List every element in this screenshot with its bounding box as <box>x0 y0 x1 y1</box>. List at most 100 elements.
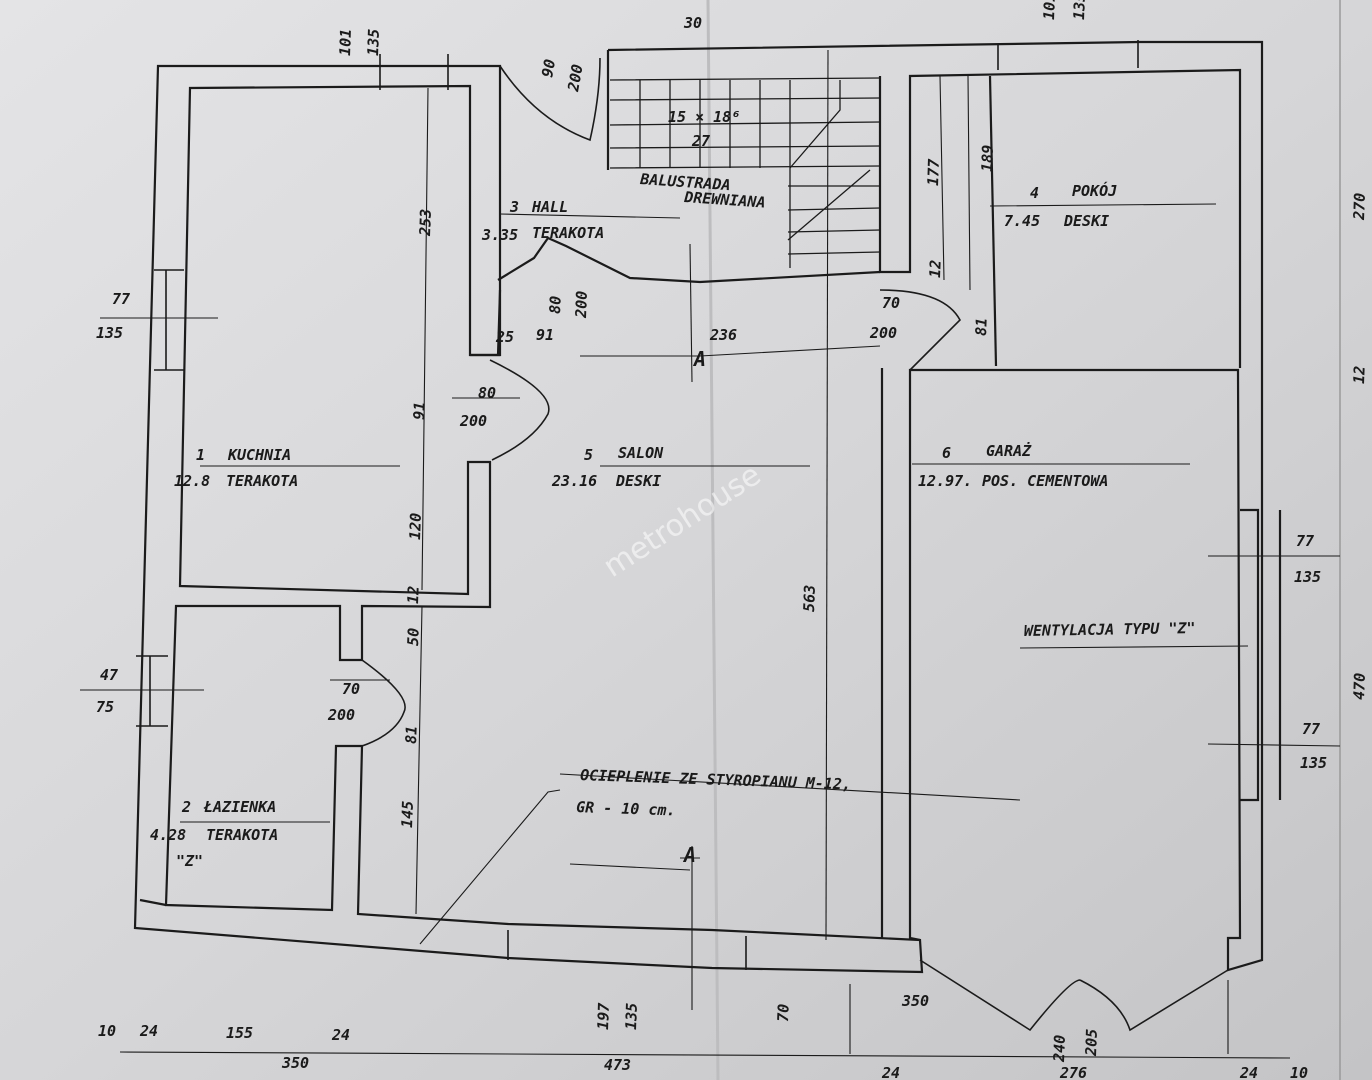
dimension-lines <box>80 49 1341 1059</box>
notes: WENTYLACJA TYPU "Z" OCIEPLENIE ZE STYROP… <box>576 347 1196 867</box>
room-1-area: 12.8 <box>174 472 210 490</box>
dim-room-189: 189 <box>978 144 997 172</box>
dim-room-81: 81 <box>972 317 991 336</box>
room-6-name: GARAŻ <box>986 441 1032 460</box>
insulation-note-2: GR - 10 cm. <box>576 798 676 819</box>
dim-salon-563: 563 <box>800 584 819 612</box>
garage-window1-width: 77 <box>1296 532 1314 550</box>
room-1-num: 1 <box>196 446 205 464</box>
room-1-finish: TERAKOTA <box>226 472 298 490</box>
dim-top-30: 30 <box>683 14 702 32</box>
dim-bath-145: 145 <box>398 800 417 828</box>
walls <box>133 40 1282 974</box>
dim-bottom-10b: 10 <box>1290 1064 1308 1080</box>
entry-door-width: 90 <box>538 58 559 79</box>
bath-window-height: 75 <box>96 698 114 716</box>
dim-bottom-70: 70 <box>774 1003 793 1022</box>
room-2-area: 4.28 <box>150 826 186 844</box>
room-2-name: ŁAZIENKA <box>203 798 276 816</box>
salon-window-width: 197 <box>594 1002 613 1030</box>
stairs-steps: 15 × 18⁶ <box>668 108 740 126</box>
room-4-num: 4 <box>1030 184 1039 202</box>
bath-door-height: 200 <box>327 706 355 724</box>
room-5-finish: DESKI <box>615 472 661 490</box>
dim-kitchen-12: 12 <box>404 585 423 604</box>
room-3-finish: TERAKOTA <box>532 224 604 242</box>
room-3-area: 3.35 <box>481 226 518 244</box>
room-5-num: 5 <box>584 446 593 464</box>
dim-bottom-473: 473 <box>604 1056 631 1074</box>
kitchen-door-width: 80 <box>478 384 496 402</box>
bath-door-swing <box>361 659 406 747</box>
dim-bottom-24c: 24 <box>881 1064 900 1080</box>
dim-bottom-155: 155 <box>226 1024 253 1042</box>
dim-kitchen-120: 120 <box>406 512 425 540</box>
garage-door-swing <box>919 959 1229 1032</box>
section-marker-a-top: A <box>692 347 706 371</box>
room-5-area: 23.16 <box>551 472 597 490</box>
dim-hall-91: 91 <box>536 326 554 344</box>
dim-bath-81: 81 <box>402 725 421 744</box>
room-6-area: 12.97. <box>918 472 972 490</box>
dim-bottom-24a: 24 <box>139 1022 158 1040</box>
dim-garage-350: 350 <box>901 992 929 1010</box>
entry-door-swing <box>499 57 601 142</box>
top-left-window-height: 135 <box>364 28 383 56</box>
garage-window2-width: 77 <box>1302 720 1320 738</box>
hall-niche-height: 200 <box>572 290 591 319</box>
dim-hall-236: 236 <box>709 326 737 344</box>
dim-room-12: 12 <box>926 259 945 278</box>
opening-labels: 77 135 47 75 77 135 77 135 101 135 101 1… <box>96 0 1327 1030</box>
bath-z-mark: "Z" <box>176 852 203 870</box>
dim-side-12: 12 <box>1350 365 1369 384</box>
top-right-window-width: 101 <box>1040 0 1059 20</box>
paper-fold <box>706 0 720 1080</box>
room-1-name: KUCHNIA <box>227 446 291 464</box>
kitchen-door-swing <box>489 359 550 461</box>
dim-kitchen-91: 91 <box>410 401 429 420</box>
room-4-name: POKÓJ <box>1072 181 1117 200</box>
room-3-name: HALL <box>531 198 568 216</box>
balustrade-label-2: DREWNIANA <box>683 188 766 212</box>
dim-bottom-276: 276 <box>1059 1064 1087 1080</box>
dim-bottom-350: 350 <box>281 1054 309 1072</box>
dim-side-270: 270 <box>1350 192 1369 221</box>
garage-window2-height: 135 <box>1300 754 1327 772</box>
top-left-window-width: 101 <box>336 28 355 56</box>
room-4-finish: DESKI <box>1063 212 1109 230</box>
hall-niche-width: 80 <box>546 295 565 314</box>
bath-window-width: 47 <box>100 666 118 684</box>
kitchen-door-height: 200 <box>459 412 487 430</box>
room-6-finish: POS. CEMENTOWA <box>982 472 1108 490</box>
room-6-num: 6 <box>942 444 951 462</box>
top-right-window-height: 135 <box>1070 0 1089 20</box>
hall-door-swing <box>879 289 961 371</box>
dim-bottom-10: 10 <box>98 1022 116 1040</box>
salon-window-height: 135 <box>622 1002 641 1030</box>
openings <box>136 40 1229 1032</box>
kitchen-window-height: 135 <box>96 324 123 342</box>
hall-door-height: 200 <box>869 324 897 342</box>
room-2-num: 2 <box>181 798 191 816</box>
entry-door-height: 200 <box>564 63 587 94</box>
section-marker-a-bottom: A <box>682 843 696 867</box>
hall-door-width: 70 <box>882 294 900 312</box>
stairs-tread: 27 <box>691 132 710 150</box>
room-labels: 1 KUCHNIA 12.8 TERAKOTA 2 ŁAZIENKA 4.28 … <box>150 181 1117 870</box>
dim-kitchen-253: 253 <box>416 208 435 237</box>
garage-window1-height: 135 <box>1294 568 1321 586</box>
room-5-name: SALON <box>618 444 664 462</box>
dim-bottom-24b: 24 <box>331 1026 350 1044</box>
dim-side-470: 470 <box>1350 672 1369 700</box>
kitchen-window-width: 77 <box>112 290 130 308</box>
dim-room-177: 177 <box>924 158 943 186</box>
room-4-area: 7.45 <box>1004 212 1040 230</box>
dim-bath-50: 50 <box>404 627 423 646</box>
ventilation-note: WENTYLACJA TYPU "Z" <box>1024 619 1196 640</box>
dim-hall-25: 25 <box>495 328 514 346</box>
dim-bottom-24d: 24 <box>1239 1064 1258 1080</box>
room-2-finish: TERAKOTA <box>206 826 278 844</box>
